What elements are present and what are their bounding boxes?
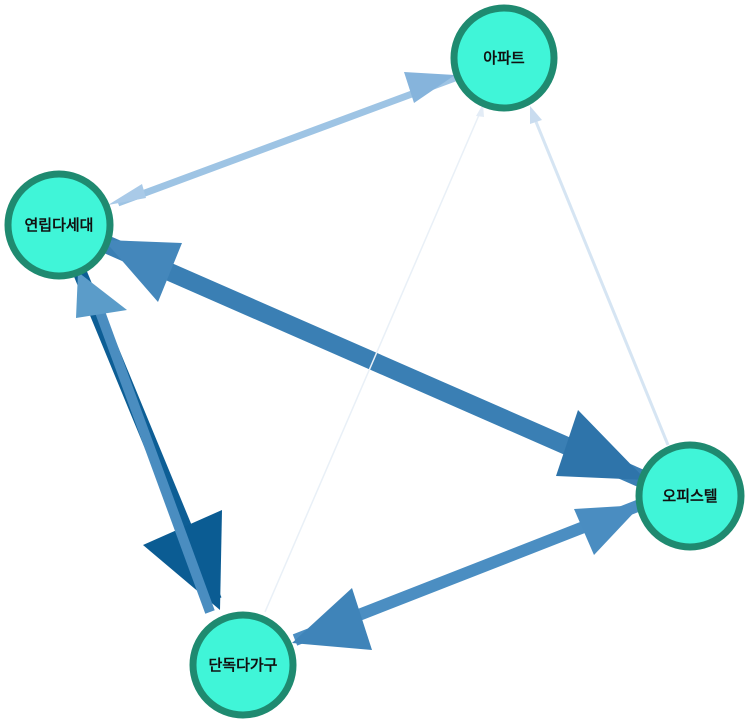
node-apartment[interactable]: 아파트 — [450, 4, 558, 112]
edge-rowhouse-to-apartment — [108, 72, 457, 207]
arrowhead — [404, 72, 455, 103]
edge-rowhouse-to-officetel — [104, 236, 646, 487]
edge-officetel-to-detached — [292, 499, 643, 650]
edges — [71, 72, 670, 650]
arrowhead — [574, 505, 641, 555]
arrowhead — [108, 184, 146, 205]
node-officetel[interactable]: 오피스텔 — [635, 441, 745, 551]
arrowhead — [556, 410, 646, 480]
node-label-officetel: 오피스텔 — [662, 487, 717, 505]
arrowhead — [104, 240, 182, 302]
node-label-detached: 단독다가구 — [208, 656, 277, 674]
arrowhead — [76, 272, 127, 318]
arrowhead — [476, 104, 484, 117]
edge-officetel-to-rowhouse — [104, 240, 182, 302]
nodes: 아파트 연립다세대 오피스텔 단독다가구 — [4, 4, 745, 719]
arrowhead — [530, 106, 542, 124]
arrowhead — [292, 588, 372, 650]
edge-officetel-to-apartment — [530, 106, 670, 446]
edge-detached-to-rowhouse — [76, 272, 215, 614]
node-rowhouse[interactable]: 연립다세대 — [4, 170, 114, 280]
node-label-apartment: 아파트 — [483, 49, 525, 67]
edge-detached-to-apartment — [264, 104, 484, 613]
node-label-rowhouse: 연립다세대 — [24, 216, 93, 234]
node-detached[interactable]: 단독다가구 — [189, 611, 297, 719]
